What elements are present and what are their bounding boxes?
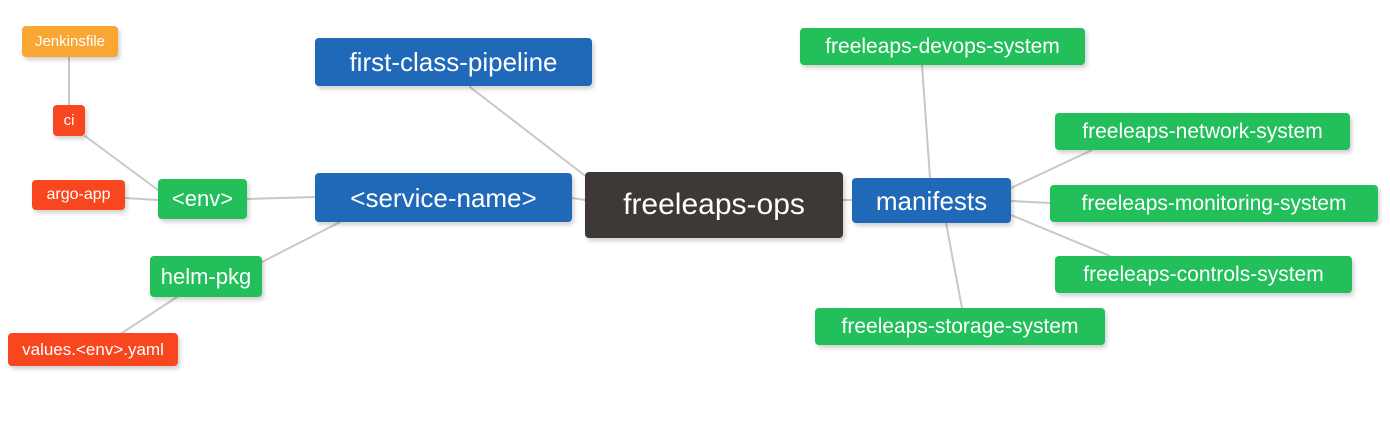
mindmap-node-freeleaps-storage-system[interactable]: freeleaps-storage-system <box>815 308 1105 345</box>
edge-manifests-to-freeleaps-devops-system <box>921 64 931 179</box>
mindmap-node-argo-app[interactable]: argo-app <box>32 180 125 210</box>
node-label-freeleaps-devops-system: freeleaps-devops-system <box>825 35 1060 58</box>
mindmap-node-freeleaps-devops-system[interactable]: freeleaps-devops-system <box>800 28 1085 65</box>
mindmap-node-freeleaps-network-system[interactable]: freeleaps-network-system <box>1055 113 1350 150</box>
mindmap-node-values-env-yaml[interactable]: values.<env>.yaml <box>8 333 178 366</box>
node-label-freeleaps-storage-system: freeleaps-storage-system <box>841 315 1079 338</box>
node-label-argo-app: argo-app <box>46 186 111 203</box>
edge-service-name-to-env <box>246 196 316 200</box>
node-label-freeleaps-monitoring-system: freeleaps-monitoring-system <box>1081 192 1347 215</box>
node-label-env: <env> <box>171 186 234 211</box>
mindmap-node-first-class-pipeline[interactable]: first-class-pipeline <box>315 38 592 86</box>
node-label-service-name: <service-name> <box>350 182 537 213</box>
edge-manifests-to-freeleaps-storage-system <box>945 222 963 309</box>
mindmap-node-freeleaps-monitoring-system[interactable]: freeleaps-monitoring-system <box>1050 185 1378 222</box>
node-label-first-class-pipeline: first-class-pipeline <box>349 47 558 77</box>
mindmap-node-env[interactable]: <env> <box>158 179 247 219</box>
mindmap-node-manifests[interactable]: manifests <box>852 178 1011 223</box>
edge-service-name-to-helm-pkg <box>261 221 341 263</box>
edge-freeleaps-ops-to-service-name <box>571 197 586 201</box>
node-label-freeleaps-network-system: freeleaps-network-system <box>1082 120 1323 143</box>
mindmap-node-helm-pkg[interactable]: helm-pkg <box>150 256 262 297</box>
node-label-freeleaps-ops: freeleaps-ops <box>623 188 805 221</box>
edge-manifests-to-freeleaps-network-system <box>1010 149 1093 189</box>
mindmap-node-service-name[interactable]: <service-name> <box>315 173 572 222</box>
mindmap-node-freeleaps-ops[interactable]: freeleaps-ops <box>585 172 843 238</box>
edge-freeleaps-ops-to-first-class-pipeline <box>469 86 589 179</box>
mindmap-node-freeleaps-controls-system[interactable]: freeleaps-controls-system <box>1055 256 1352 293</box>
mindmap-node-jenkinsfile[interactable]: Jenkinsfile <box>22 26 118 57</box>
node-label-ci: ci <box>63 112 75 129</box>
node-label-freeleaps-controls-system: freeleaps-controls-system <box>1083 263 1324 286</box>
node-label-values-env-yaml: values.<env>.yaml <box>22 340 164 359</box>
mindmap-node-ci[interactable]: ci <box>53 105 85 136</box>
edge-helm-pkg-to-values-env-yaml <box>121 296 178 334</box>
node-label-manifests: manifests <box>875 185 988 216</box>
edge-env-to-argo-app <box>124 197 159 201</box>
node-label-jenkinsfile: Jenkinsfile <box>34 33 106 50</box>
edge-manifests-to-freeleaps-monitoring-system <box>1010 200 1051 204</box>
node-label-helm-pkg: helm-pkg <box>160 263 252 289</box>
